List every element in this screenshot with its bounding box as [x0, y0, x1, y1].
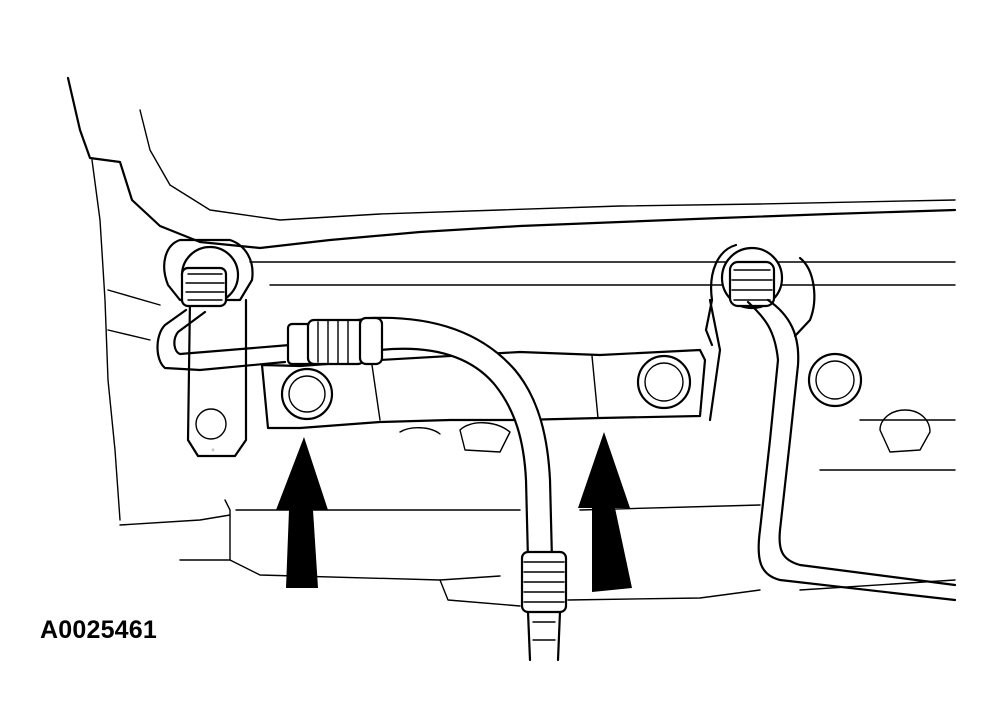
housing-outline [66, 76, 957, 521]
arrow-up-icon [276, 437, 328, 588]
arrows [276, 432, 632, 592]
right-tube-fitting [704, 243, 957, 602]
figure-id-label: A0025461 [40, 616, 157, 644]
lower-housing [119, 422, 956, 607]
left-tube-fitting [180, 245, 240, 452]
left-tube [156, 308, 292, 372]
arrow-up-icon [578, 432, 632, 592]
right-bolt [708, 298, 956, 453]
main-hose [286, 316, 568, 662]
bracket [260, 348, 707, 430]
